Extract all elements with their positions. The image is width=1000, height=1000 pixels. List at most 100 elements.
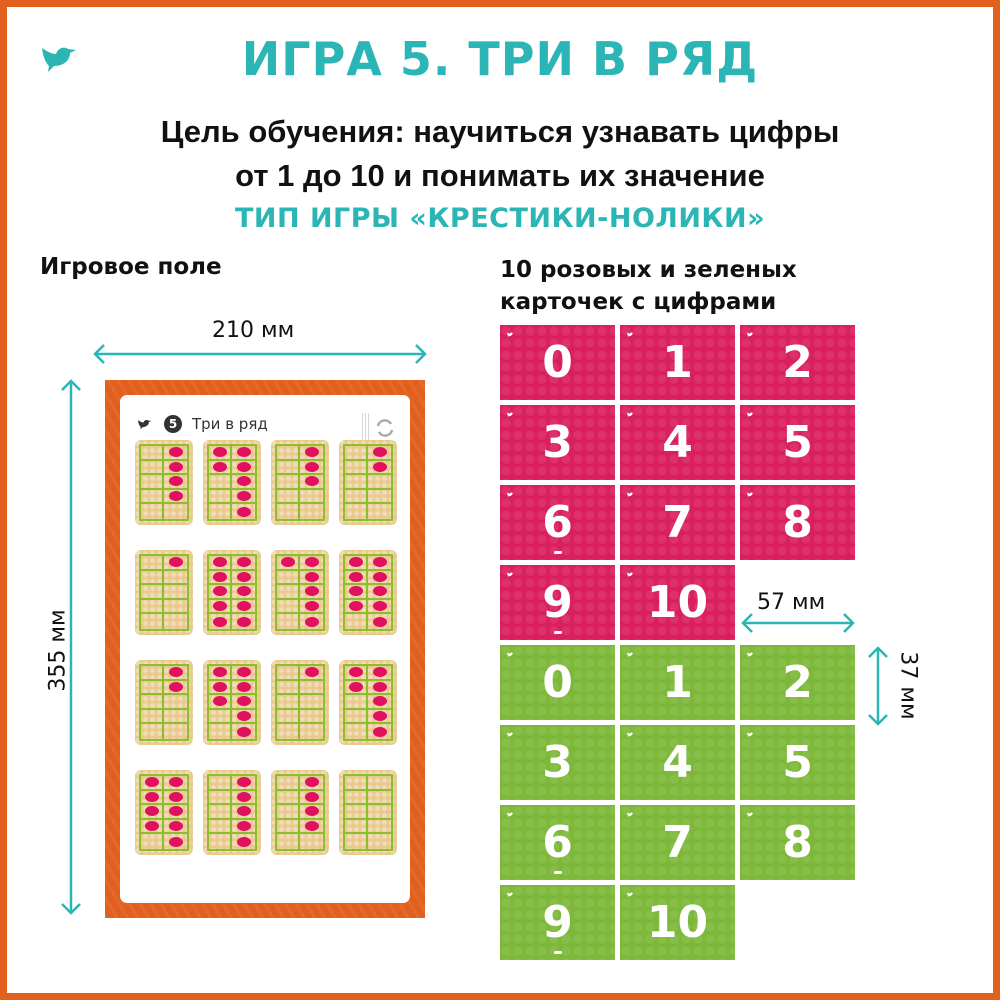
counter-dot bbox=[168, 777, 183, 788]
counter-dot bbox=[144, 806, 159, 817]
ten-frame-cell bbox=[277, 819, 300, 835]
ten-frame-cell bbox=[232, 724, 255, 739]
card-bird-icon bbox=[627, 412, 634, 418]
ten-frame-cell bbox=[345, 489, 368, 505]
card-number: 3 bbox=[542, 736, 573, 788]
card-number: 9 bbox=[542, 900, 573, 954]
ten-frame-cell bbox=[141, 504, 164, 519]
counter-dot bbox=[212, 557, 227, 568]
card-number: 8 bbox=[782, 496, 813, 548]
ten-frame-cell bbox=[368, 504, 391, 519]
ten-frame-cell bbox=[300, 791, 323, 806]
ten-frame-cell bbox=[141, 724, 164, 739]
counter-dot bbox=[236, 571, 251, 582]
board-number-badge: 5 bbox=[164, 415, 182, 433]
counter-dot bbox=[236, 506, 251, 517]
ten-frame bbox=[135, 660, 193, 745]
counter-dot bbox=[212, 696, 227, 707]
card-number: 1 bbox=[662, 656, 693, 708]
ten-frame bbox=[203, 770, 261, 855]
ten-frame-cell bbox=[164, 571, 187, 586]
ten-frame-cell bbox=[345, 504, 368, 519]
counter-dot bbox=[236, 476, 251, 487]
cards-section-label: 10 розовых и зеленых карточек с цифрами bbox=[500, 254, 797, 318]
ten-frame-cell bbox=[164, 461, 187, 476]
ten-frame-cell bbox=[277, 614, 300, 629]
ten-frame-cell bbox=[277, 585, 300, 600]
counter-dot bbox=[212, 667, 227, 678]
ten-frame-cell bbox=[345, 709, 368, 725]
pink-card-7: 7 bbox=[620, 485, 735, 560]
ten-frame-cells bbox=[343, 554, 393, 631]
height-arrow-icon bbox=[61, 379, 81, 915]
card-number: 10 bbox=[646, 576, 709, 628]
board-title: Три в ряд bbox=[192, 415, 268, 433]
card-bird-icon bbox=[627, 492, 634, 498]
ten-frame-cell bbox=[300, 556, 323, 571]
ten-frame-cell bbox=[232, 791, 255, 806]
ten-frame-cell bbox=[209, 805, 232, 820]
ten-frame bbox=[135, 770, 193, 855]
ten-frame-cell bbox=[277, 709, 300, 725]
ten-frame-cell bbox=[209, 614, 232, 629]
ten-frame-cell bbox=[345, 556, 368, 571]
counter-dot bbox=[280, 557, 295, 568]
ten-frame-cell bbox=[277, 460, 300, 476]
card-number: 1 bbox=[662, 336, 693, 388]
ten-frame-cell bbox=[277, 790, 300, 806]
counter-dot bbox=[372, 616, 387, 627]
counter-dot bbox=[304, 476, 319, 487]
ten-frame-cell bbox=[345, 599, 368, 615]
ten-frame-cell bbox=[164, 695, 187, 710]
ten-frame bbox=[271, 660, 329, 745]
card-bird-icon bbox=[747, 332, 754, 338]
pink-card-5: 5 bbox=[740, 405, 855, 480]
ten-frame-cell bbox=[141, 819, 164, 835]
counter-dot bbox=[372, 667, 387, 678]
ten-frame-cell bbox=[345, 724, 368, 739]
counter-dot bbox=[168, 681, 183, 692]
ten-frame-cell bbox=[141, 614, 164, 629]
goal-line-1: Цель обучения: научиться узнавать цифры bbox=[160, 114, 840, 149]
ten-frame-cell bbox=[232, 556, 255, 571]
ten-frame-cell bbox=[141, 709, 164, 725]
ten-frame-cell bbox=[164, 791, 187, 806]
ten-frame-cells bbox=[207, 774, 257, 851]
counter-dot bbox=[236, 491, 251, 502]
ten-frame-cell bbox=[277, 666, 300, 681]
board-bird-icon bbox=[138, 419, 152, 430]
counter-dot bbox=[372, 447, 387, 458]
ten-frame-cell bbox=[232, 695, 255, 710]
ten-frame-cell bbox=[345, 570, 368, 586]
ten-frame-cell bbox=[232, 585, 255, 600]
counter-dot bbox=[372, 711, 387, 722]
counter-dot bbox=[168, 491, 183, 502]
ten-frame-cell bbox=[345, 776, 368, 791]
ten-frame-cells bbox=[139, 444, 189, 521]
card-number: 9 bbox=[542, 580, 573, 634]
card-bird-icon bbox=[747, 652, 754, 658]
card-width-label: 57 мм bbox=[757, 590, 826, 615]
green-card-8: 8 bbox=[740, 805, 855, 880]
bird-icon bbox=[42, 47, 76, 72]
ten-frame bbox=[135, 440, 193, 525]
ten-frame bbox=[339, 770, 397, 855]
ten-frame bbox=[203, 660, 261, 745]
ten-frame-cell bbox=[164, 820, 187, 835]
ten-frame-cell bbox=[368, 614, 391, 629]
card-bird-icon bbox=[627, 732, 634, 738]
ten-frame-cell bbox=[141, 680, 164, 696]
cards-label-line-1: 10 розовых и зеленых bbox=[500, 257, 797, 283]
board-height-label: 355 мм bbox=[45, 609, 71, 692]
ten-frame-cell bbox=[300, 724, 323, 739]
card-number: 4 bbox=[662, 736, 693, 788]
ten-frame-cell bbox=[141, 834, 164, 849]
ten-frame-cells bbox=[343, 664, 393, 741]
counter-dot bbox=[168, 476, 183, 487]
ten-frame-cell bbox=[232, 490, 255, 505]
ten-frame-cell bbox=[277, 489, 300, 505]
ten-frame-cell bbox=[300, 446, 323, 461]
card-number: 5 bbox=[782, 736, 813, 788]
ten-frame-cell bbox=[368, 666, 391, 681]
ten-frame-cell bbox=[141, 460, 164, 476]
